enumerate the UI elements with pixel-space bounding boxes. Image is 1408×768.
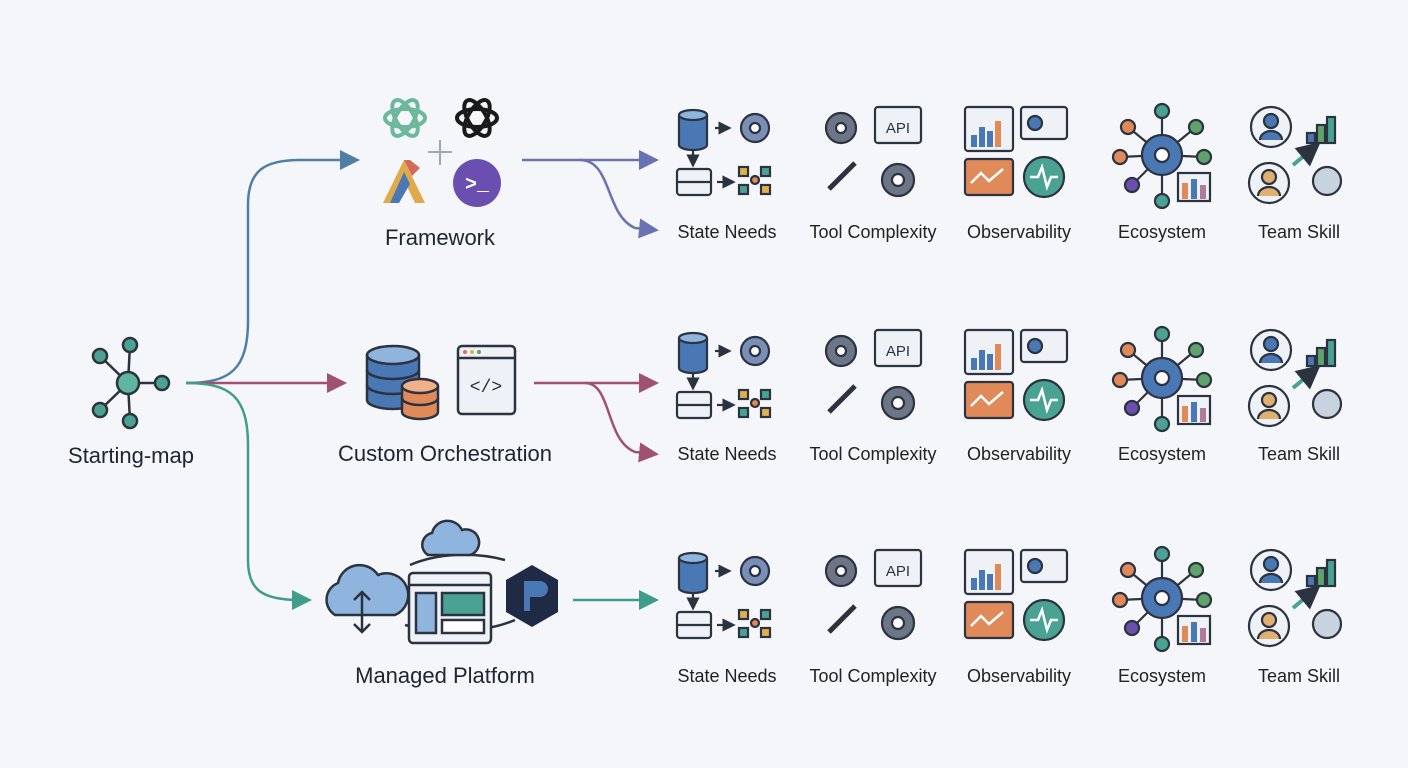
custom-icons: </> xyxy=(365,344,517,421)
api-text: API xyxy=(886,343,910,360)
custom-criterion-ecosystem: Ecosystem xyxy=(1117,444,1207,464)
framework-criterion-ecosystem: Ecosystem xyxy=(1117,222,1207,242)
framework-criterion-team-skill: Team Skill xyxy=(1257,222,1341,242)
dashboard-window-icon xyxy=(407,571,493,645)
managed-team-skill-icon xyxy=(1247,548,1343,648)
managed-state-needs-icon xyxy=(675,551,772,640)
managed-observability-icon xyxy=(963,548,1069,642)
terminal-icon: >_ xyxy=(453,159,501,207)
framework-tool-complexity-icon: API xyxy=(824,105,923,198)
cloud-upload-icon xyxy=(325,563,410,634)
connector-framework xyxy=(185,150,360,385)
custom-tool-complexity-icon: API xyxy=(824,328,923,421)
managed-criterion-observability: Observability xyxy=(966,666,1072,686)
code-text: </> xyxy=(470,378,502,398)
framework-state-needs-icon xyxy=(675,108,772,197)
starting-map-label: Starting-map xyxy=(68,443,194,468)
custom-state-needs-icon xyxy=(675,331,772,420)
branch-label-managed: Managed Platform xyxy=(355,663,535,688)
code-window-icon: </> xyxy=(456,344,517,416)
custom-observability-icon xyxy=(963,328,1069,422)
managed-criterion-ecosystem: Ecosystem xyxy=(1117,666,1207,686)
database-orange-icon xyxy=(400,377,440,421)
custom-criterion-tool-complexity: Tool Complexity xyxy=(809,444,937,464)
orbit-arc xyxy=(409,553,506,567)
framework-criterion-tool-complexity: Tool Complexity xyxy=(809,222,937,242)
api-text: API xyxy=(886,563,910,580)
framework-observability-icon xyxy=(963,105,1069,199)
managed-ecosystem-icon xyxy=(1111,545,1213,653)
custom-criterion-observability: Observability xyxy=(966,444,1072,464)
openai-black-icon xyxy=(455,98,499,138)
branch-connectors xyxy=(185,150,360,610)
plus-icon xyxy=(428,140,452,165)
managed-criterion-team-skill: Team Skill xyxy=(1257,666,1341,686)
managed-icons xyxy=(325,519,558,645)
criteria-grid: API API API xyxy=(675,102,1343,653)
starting-map-node xyxy=(91,336,171,430)
custom-team-skill-icon xyxy=(1247,328,1343,428)
custom-criterion-team-skill: Team Skill xyxy=(1257,444,1341,464)
branch-label-framework: Framework xyxy=(384,225,496,250)
branch-label-custom: Custom Orchestration xyxy=(338,441,552,466)
api-text: API xyxy=(886,120,910,137)
network-hub-icon xyxy=(91,336,171,430)
framework-criterion-observability: Observability xyxy=(966,222,1072,242)
custom-ecosystem-icon xyxy=(1111,325,1213,433)
cloud-small-icon xyxy=(421,519,481,557)
managed-criterion-tool-complexity: Tool Complexity xyxy=(809,666,937,686)
framework-team-skill-icon xyxy=(1247,105,1343,205)
framework-icons: >_ xyxy=(383,98,501,207)
terminal-text: >_ xyxy=(465,174,490,197)
platform-logo-icon xyxy=(506,565,558,627)
anthropic-logo-icon xyxy=(383,160,425,203)
openai-green-icon xyxy=(383,98,427,138)
framework-ecosystem-icon xyxy=(1111,102,1213,210)
framework-criterion-state-needs: State Needs xyxy=(677,222,777,242)
connector-managed xyxy=(185,381,312,610)
custom-criterion-state-needs: State Needs xyxy=(677,444,777,464)
criteria-connectors xyxy=(522,150,659,610)
managed-tool-complexity-icon: API xyxy=(824,548,923,641)
managed-criterion-state-needs: State Needs xyxy=(677,666,777,686)
